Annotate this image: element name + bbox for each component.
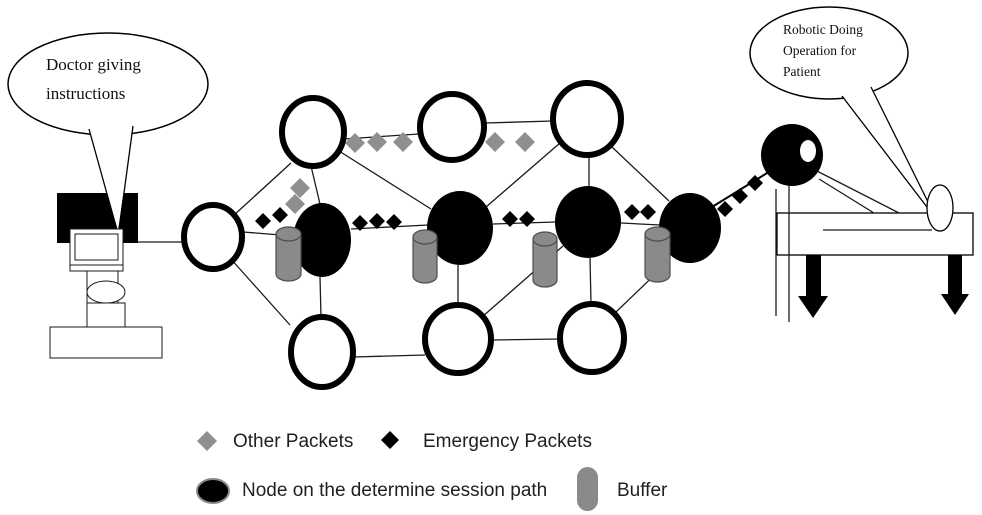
white-node-entry (181, 202, 245, 272)
stand-joint (86, 280, 126, 304)
other-packet-icon (515, 132, 535, 152)
legend-other-packets-label: Other Packets (233, 431, 353, 452)
doctor-bubble-line2: instructions (46, 84, 125, 103)
robot-eye (800, 140, 816, 162)
white-node-top-2 (417, 91, 487, 163)
emergency-packet-icon (352, 215, 368, 231)
buffer-legend-icon (577, 467, 598, 511)
buffer-icon (532, 231, 558, 288)
legend-session-node-label: Node on the determine session path (242, 480, 547, 501)
other-packet-icon (290, 178, 310, 198)
legend: Other Packets Emergency Packets Node on … (196, 431, 668, 511)
legend-emergency-packets-label: Emergency Packets (423, 431, 592, 452)
emergency-packet-icon (502, 211, 518, 227)
emergency-packet-icon (747, 175, 763, 191)
session-node-3 (555, 186, 621, 258)
buffer-icon (644, 226, 671, 283)
white-node-bottom-3 (557, 301, 627, 375)
emergency-packet-icon (624, 204, 640, 220)
speech-bubble-tail (89, 126, 133, 231)
emergency-packet-icon (369, 213, 385, 229)
emergency-packet-icon (640, 204, 656, 220)
white-node-top-1 (279, 95, 347, 169)
emergency-packet-icon (272, 207, 288, 223)
other-packet-icon (393, 132, 413, 152)
network-nodes (181, 80, 721, 390)
other-packets-group (285, 132, 535, 214)
session-node-4 (659, 193, 721, 263)
stand-base (49, 326, 163, 359)
robot-bubble-line3: Patient (783, 64, 821, 79)
robot-speech-bubble: Robotic Doing Operation for Patient (749, 6, 933, 212)
robot-bubble-line1: Robotic Doing (783, 22, 863, 37)
other-packet-icon (285, 194, 305, 214)
robot-arm (818, 178, 875, 214)
speech-bubble-tail (842, 87, 931, 211)
buffer-icon (412, 229, 438, 284)
speech-bubble-ellipse (749, 6, 909, 100)
down-arrow (941, 255, 969, 315)
monitor-screen-inner (74, 233, 119, 261)
emergency-packet-icon (386, 214, 402, 230)
doctor-speech-bubble: Doctor giving instructions (7, 32, 209, 231)
patient-head (926, 184, 954, 232)
session-node-2 (427, 191, 493, 265)
emergency-packet-icon (717, 201, 733, 217)
link-to-robot (711, 169, 773, 208)
emergency-packet-legend-icon (381, 431, 399, 449)
other-packet-icon (367, 132, 387, 152)
robot-arm (812, 168, 900, 214)
robot-head (761, 124, 823, 186)
session-node-legend-icon (196, 478, 230, 504)
other-packet-icon (485, 132, 505, 152)
white-node-bottom-2 (422, 302, 494, 376)
white-node-bottom-1 (288, 314, 356, 390)
buffer-icon (275, 226, 302, 282)
buffers-group (275, 226, 671, 288)
emergency-packet-icon (732, 188, 748, 204)
emergency-packet-icon (519, 211, 535, 227)
down-arrow (798, 255, 828, 318)
doctor-bubble-line1: Doctor giving (46, 55, 141, 74)
legend-buffer-label: Buffer (617, 480, 668, 501)
emergency-packet-icon (255, 213, 271, 229)
stand-column (86, 302, 126, 328)
white-node-top-3 (550, 80, 624, 158)
robotic-operation-station (761, 124, 974, 322)
monitor-base-bar (69, 264, 124, 272)
session-node-1 (293, 203, 351, 277)
other-packet-legend-icon (197, 431, 217, 451)
doctor-console (49, 228, 163, 359)
robot-bubble-line2: Operation for (783, 43, 857, 58)
other-packet-icon (345, 133, 365, 153)
